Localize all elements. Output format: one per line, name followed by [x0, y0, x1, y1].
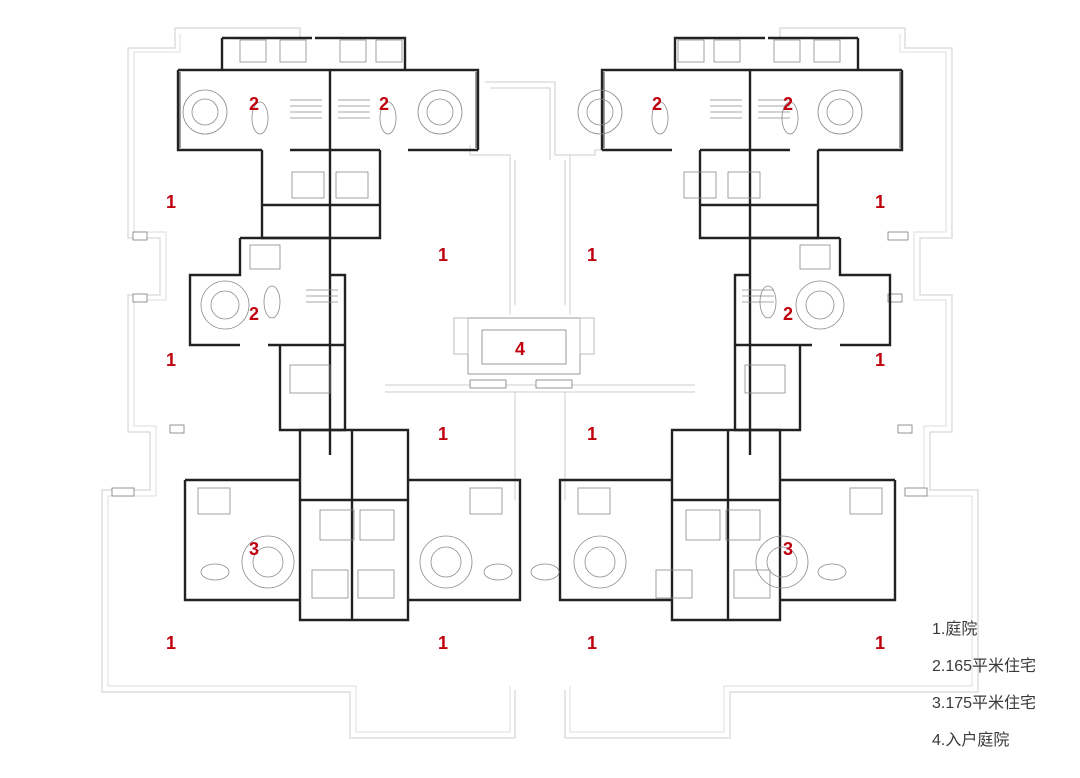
unit-label-165-tl-a: 2 — [249, 94, 259, 114]
yard-label: 1 — [875, 350, 885, 370]
yard-label: 1 — [438, 424, 448, 444]
unit-label-165-tr-a: 2 — [652, 94, 662, 114]
yard-label: 1 — [587, 245, 597, 265]
yard-label: 1 — [875, 192, 885, 212]
area-labels: 2 2 2 2 2 2 3 3 4 1 1 1 1 1 1 1 1 1 1 1 … — [166, 94, 885, 653]
legend-item-courtyard: 1.庭院 — [932, 621, 978, 638]
unit-label-165-mr: 2 — [783, 304, 793, 324]
unit-label-165-tl-b: 2 — [379, 94, 389, 114]
building-walls — [176, 36, 904, 622]
yard-label: 1 — [166, 633, 176, 653]
yard-label: 1 — [166, 350, 176, 370]
unit-label-175-bl: 3 — [249, 539, 259, 559]
pool-label: 4 — [515, 339, 525, 359]
yard-label: 1 — [875, 633, 885, 653]
unit-label-165-tr-b: 2 — [783, 94, 793, 114]
yard-label: 1 — [587, 424, 597, 444]
yard-label: 1 — [438, 245, 448, 265]
furniture — [182, 39, 883, 599]
pool-courtyard — [453, 317, 595, 389]
unit-label-175-br: 3 — [783, 539, 793, 559]
yard-label: 1 — [587, 633, 597, 653]
legend-item-175-unit: 3.175平米住宅 — [932, 695, 1037, 712]
yard-label: 1 — [166, 192, 176, 212]
legend-item-165-unit: 2.165平米住宅 — [932, 658, 1037, 675]
legend-item-entry-courtyard: 4.入户庭院 — [932, 732, 1010, 749]
legend: 1.庭院 2.165平米住宅 3.175平米住宅 4.入户庭院 — [932, 618, 1036, 766]
yard-label: 1 — [438, 633, 448, 653]
unit-label-165-ml: 2 — [249, 304, 259, 324]
